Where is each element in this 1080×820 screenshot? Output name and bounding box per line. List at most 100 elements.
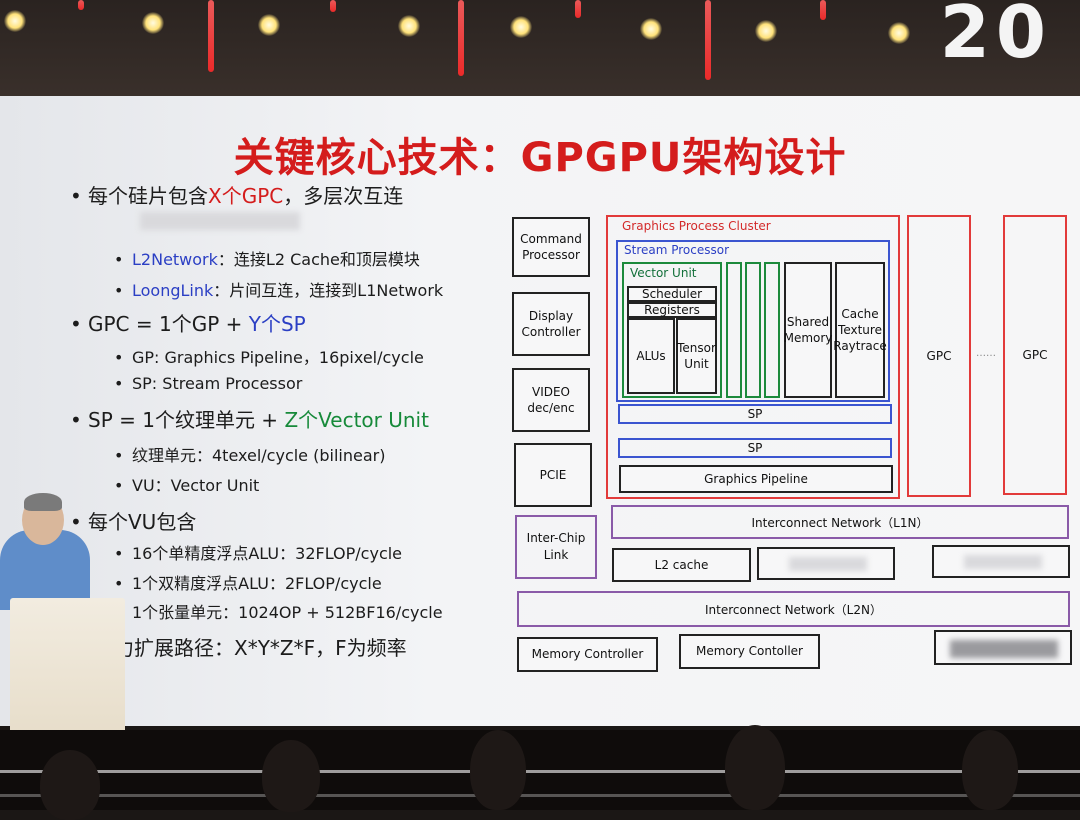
bullet-sp: •SP = 1个纹理单元 + Z个Vector Unit	[70, 408, 429, 432]
stage-light	[640, 18, 662, 40]
bullet-text: GPC = 1个GP +	[88, 312, 249, 336]
subbullet-text: 1个双精度浮点ALU：2FLOP/cycle	[132, 574, 382, 593]
audience-area	[0, 725, 1080, 820]
inter-chip-link-block: Inter-Chip Link	[515, 515, 597, 579]
video-block: VIDEO dec/enc	[512, 368, 590, 432]
subbullet-vu: •VU：Vector Unit	[114, 476, 260, 495]
sp-label: SP	[747, 407, 763, 421]
stage-light	[4, 10, 26, 32]
audience-head	[262, 740, 320, 812]
subbullet-tensor: •1个张量单元：1024OP + 512BF16/cycle	[114, 599, 443, 623]
block-label: Memory Contoller	[696, 644, 803, 659]
block-label: GPC	[1022, 348, 1048, 362]
graphics-pipeline-block: Graphics Pipeline	[619, 465, 893, 493]
bullet-gp: •GPC = 1个GP + Y个SP	[70, 312, 306, 336]
block-label: PCIE	[539, 467, 567, 482]
alus-block: ALUs	[627, 318, 675, 394]
subbullet-text: ：连接L2 Cache和顶层模块	[217, 250, 420, 269]
subbullet-text: ：片间互连，连接到L1Network	[213, 281, 444, 300]
bullet-text: ，多层次互连	[283, 184, 404, 208]
stage-light	[888, 22, 910, 44]
registers-block: Registers	[627, 302, 717, 318]
block-label: Interconnect Network（L1N）	[751, 515, 929, 530]
audience-head	[470, 730, 526, 810]
led-strip	[78, 0, 84, 10]
gpc-cluster-frame: Graphics Process Cluster	[606, 215, 900, 499]
l2-cache-block: L2 cache	[612, 548, 751, 582]
speaker-hair	[24, 493, 62, 511]
pcie-block: PCIE	[514, 443, 592, 507]
subbullet-l2network: •L2Network：连接L2 Cache和顶层模块	[114, 250, 420, 269]
stage-light	[755, 20, 777, 42]
subbullet-sp: •SP: Stream Processor	[114, 374, 303, 393]
command-processor-block: Command Processor	[512, 217, 590, 277]
block-label: Memory Controller	[531, 647, 644, 662]
block-label: Registers	[644, 302, 700, 317]
block-label: Interconnect Network（L2N）	[705, 602, 882, 617]
stage-edge-light	[0, 794, 1080, 797]
block-label: Graphics Pipeline	[704, 471, 808, 486]
memory-controller-block: Memory Contoller	[679, 634, 820, 669]
bullet-highlight: Z个Vector Unit	[284, 408, 429, 432]
stage-lighting-truss: 20	[0, 0, 1080, 100]
vector-unit-label: Vector Unit	[630, 266, 697, 280]
gpc-ellipsis: ……	[976, 348, 996, 359]
audience-head	[962, 730, 1018, 810]
sp-bar: SP	[618, 404, 892, 424]
subbullet-texture: •纹理单元：4texel/cycle (bilinear)	[114, 446, 386, 465]
sp-bar: SP	[618, 438, 892, 458]
block-label: Cache Texture Raytrace	[833, 306, 887, 354]
bullet-text: SP = 1个纹理单元 +	[88, 408, 285, 432]
subbullet-text: VU：Vector Unit	[132, 476, 260, 495]
subbullet-text: 纹理单元：4texel/cycle (bilinear)	[132, 446, 386, 465]
subbullet-text: GP: Graphics Pipeline，16pixel/cycle	[132, 348, 424, 367]
display-controller-block: Display Controller	[512, 292, 590, 356]
block-label: Inter-Chip Link	[526, 531, 586, 562]
bullet-highlight: Y个SP	[248, 312, 306, 336]
vector-unit-lane	[726, 262, 742, 398]
memory-controller-block: Memory Controller	[517, 637, 658, 672]
obscured-subbullet	[140, 212, 300, 230]
vector-unit-lane	[745, 262, 761, 398]
subbullet-highlight: LoongLink	[132, 281, 214, 300]
bullet-text: 每个VU包含	[88, 510, 197, 534]
led-strip	[575, 0, 581, 18]
led-strip	[458, 0, 464, 76]
block-label: L2 cache	[654, 557, 709, 572]
interconnect-l2n: Interconnect Network（L2N）	[517, 591, 1070, 627]
podium	[10, 598, 125, 748]
vector-unit-frame: Vector Unit	[622, 262, 722, 398]
stage-light	[398, 15, 420, 37]
stage-edge-light	[0, 770, 1080, 773]
bullet-gpc: •每个硅片包含X个GPC，多层次互连	[70, 184, 404, 208]
stage-light	[510, 16, 532, 38]
block-label: ALUs	[636, 348, 666, 363]
gpc-cluster-label: Graphics Process Cluster	[622, 219, 771, 233]
vector-unit-lane	[764, 262, 780, 398]
subbullet-loonglink: •LoongLink：片间互连，连接到L1Network	[114, 281, 444, 300]
subbullet-alu16: •16个单精度浮点ALU：32FLOP/cycle	[114, 544, 403, 563]
led-strip	[208, 0, 214, 72]
cache-texture-block: Cache Texture Raytrace	[833, 262, 887, 398]
stage-light	[258, 14, 280, 36]
block-label: Display Controller	[521, 308, 581, 339]
gpc-block: GPC	[907, 215, 971, 497]
sp-label: SP	[747, 441, 763, 455]
audience-head	[725, 725, 785, 810]
subbullet-highlight: L2Network	[132, 250, 218, 269]
subbullet-alu-dp: •1个双精度浮点ALU：2FLOP/cycle	[114, 574, 382, 593]
led-strip	[705, 0, 711, 80]
block-label: Tensor Unit	[677, 340, 716, 371]
bullet-text: 每个硅片包含	[88, 184, 208, 208]
obscured-block	[757, 547, 895, 580]
bullet-text: 力扩展路径：X*Y*Z*F，F为频率	[114, 636, 407, 660]
tensor-unit-block: Tensor Unit	[676, 318, 717, 394]
bullet-vu: •每个VU包含	[70, 510, 197, 534]
interconnect-l1n: Interconnect Network（L1N）	[611, 505, 1069, 539]
shared-memory-block: Shared Memory	[784, 262, 832, 398]
led-strip	[330, 0, 336, 12]
bullet-scaling-path: 力扩展路径：X*Y*Z*F，F为频率	[114, 632, 407, 661]
block-label: Command Processor	[520, 231, 582, 262]
block-label: VIDEO dec/enc	[527, 384, 575, 415]
led-strip	[820, 0, 826, 20]
